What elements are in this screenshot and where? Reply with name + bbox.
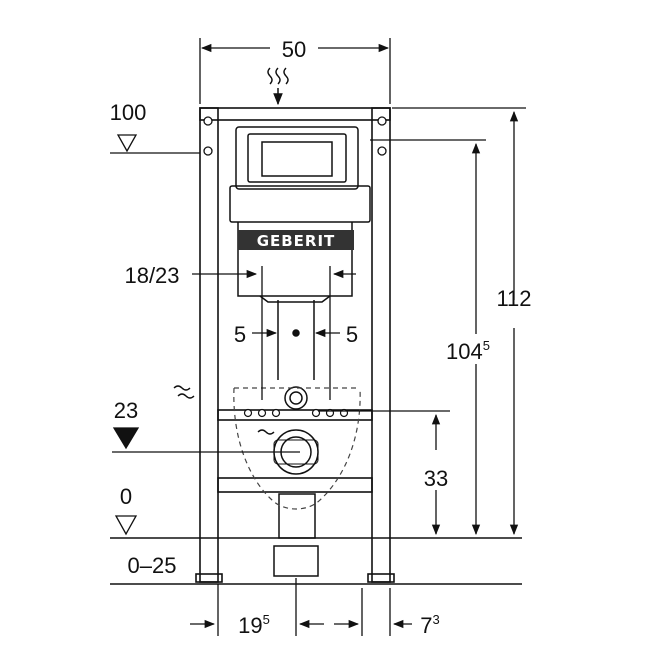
dim-112 [392, 107, 526, 536]
brand-logo: GEBERIT [238, 230, 354, 250]
level-100-label: 100 [110, 100, 147, 125]
flush-pipe [277, 300, 315, 410]
dim-offset-left-label: 5 [234, 322, 246, 347]
dim-bottom-left-label: 195 [238, 612, 270, 638]
level-0-label: 0 [120, 484, 132, 509]
frame [195, 107, 395, 583]
dim-bottom-right-label: 73 [420, 612, 439, 638]
level-0 [114, 515, 138, 536]
dim-104 [370, 139, 486, 536]
floor-lines [110, 537, 522, 585]
level-100 [110, 134, 200, 154]
dim-33 [318, 410, 450, 536]
brand-text: GEBERIT [257, 232, 336, 250]
ceramic-outline [233, 387, 361, 510]
cistern [229, 126, 371, 303]
dim-bottom [190, 578, 412, 636]
level-23 [112, 427, 300, 453]
dim-pipe-width-label: 18/23 [124, 263, 179, 288]
dim-offset-right-label: 5 [346, 322, 358, 347]
floor-range-label: 0–25 [128, 553, 177, 578]
dim-112-label: 112 [496, 286, 531, 311]
dim-104-label: 1045 [446, 338, 490, 364]
flow-icons [173, 67, 289, 435]
level-23-label: 23 [114, 398, 138, 423]
dim-width [199, 38, 391, 104]
dim-33-label: 33 [424, 466, 448, 491]
dim-width-label: 50 [282, 37, 306, 62]
fixing-holes [203, 116, 387, 156]
